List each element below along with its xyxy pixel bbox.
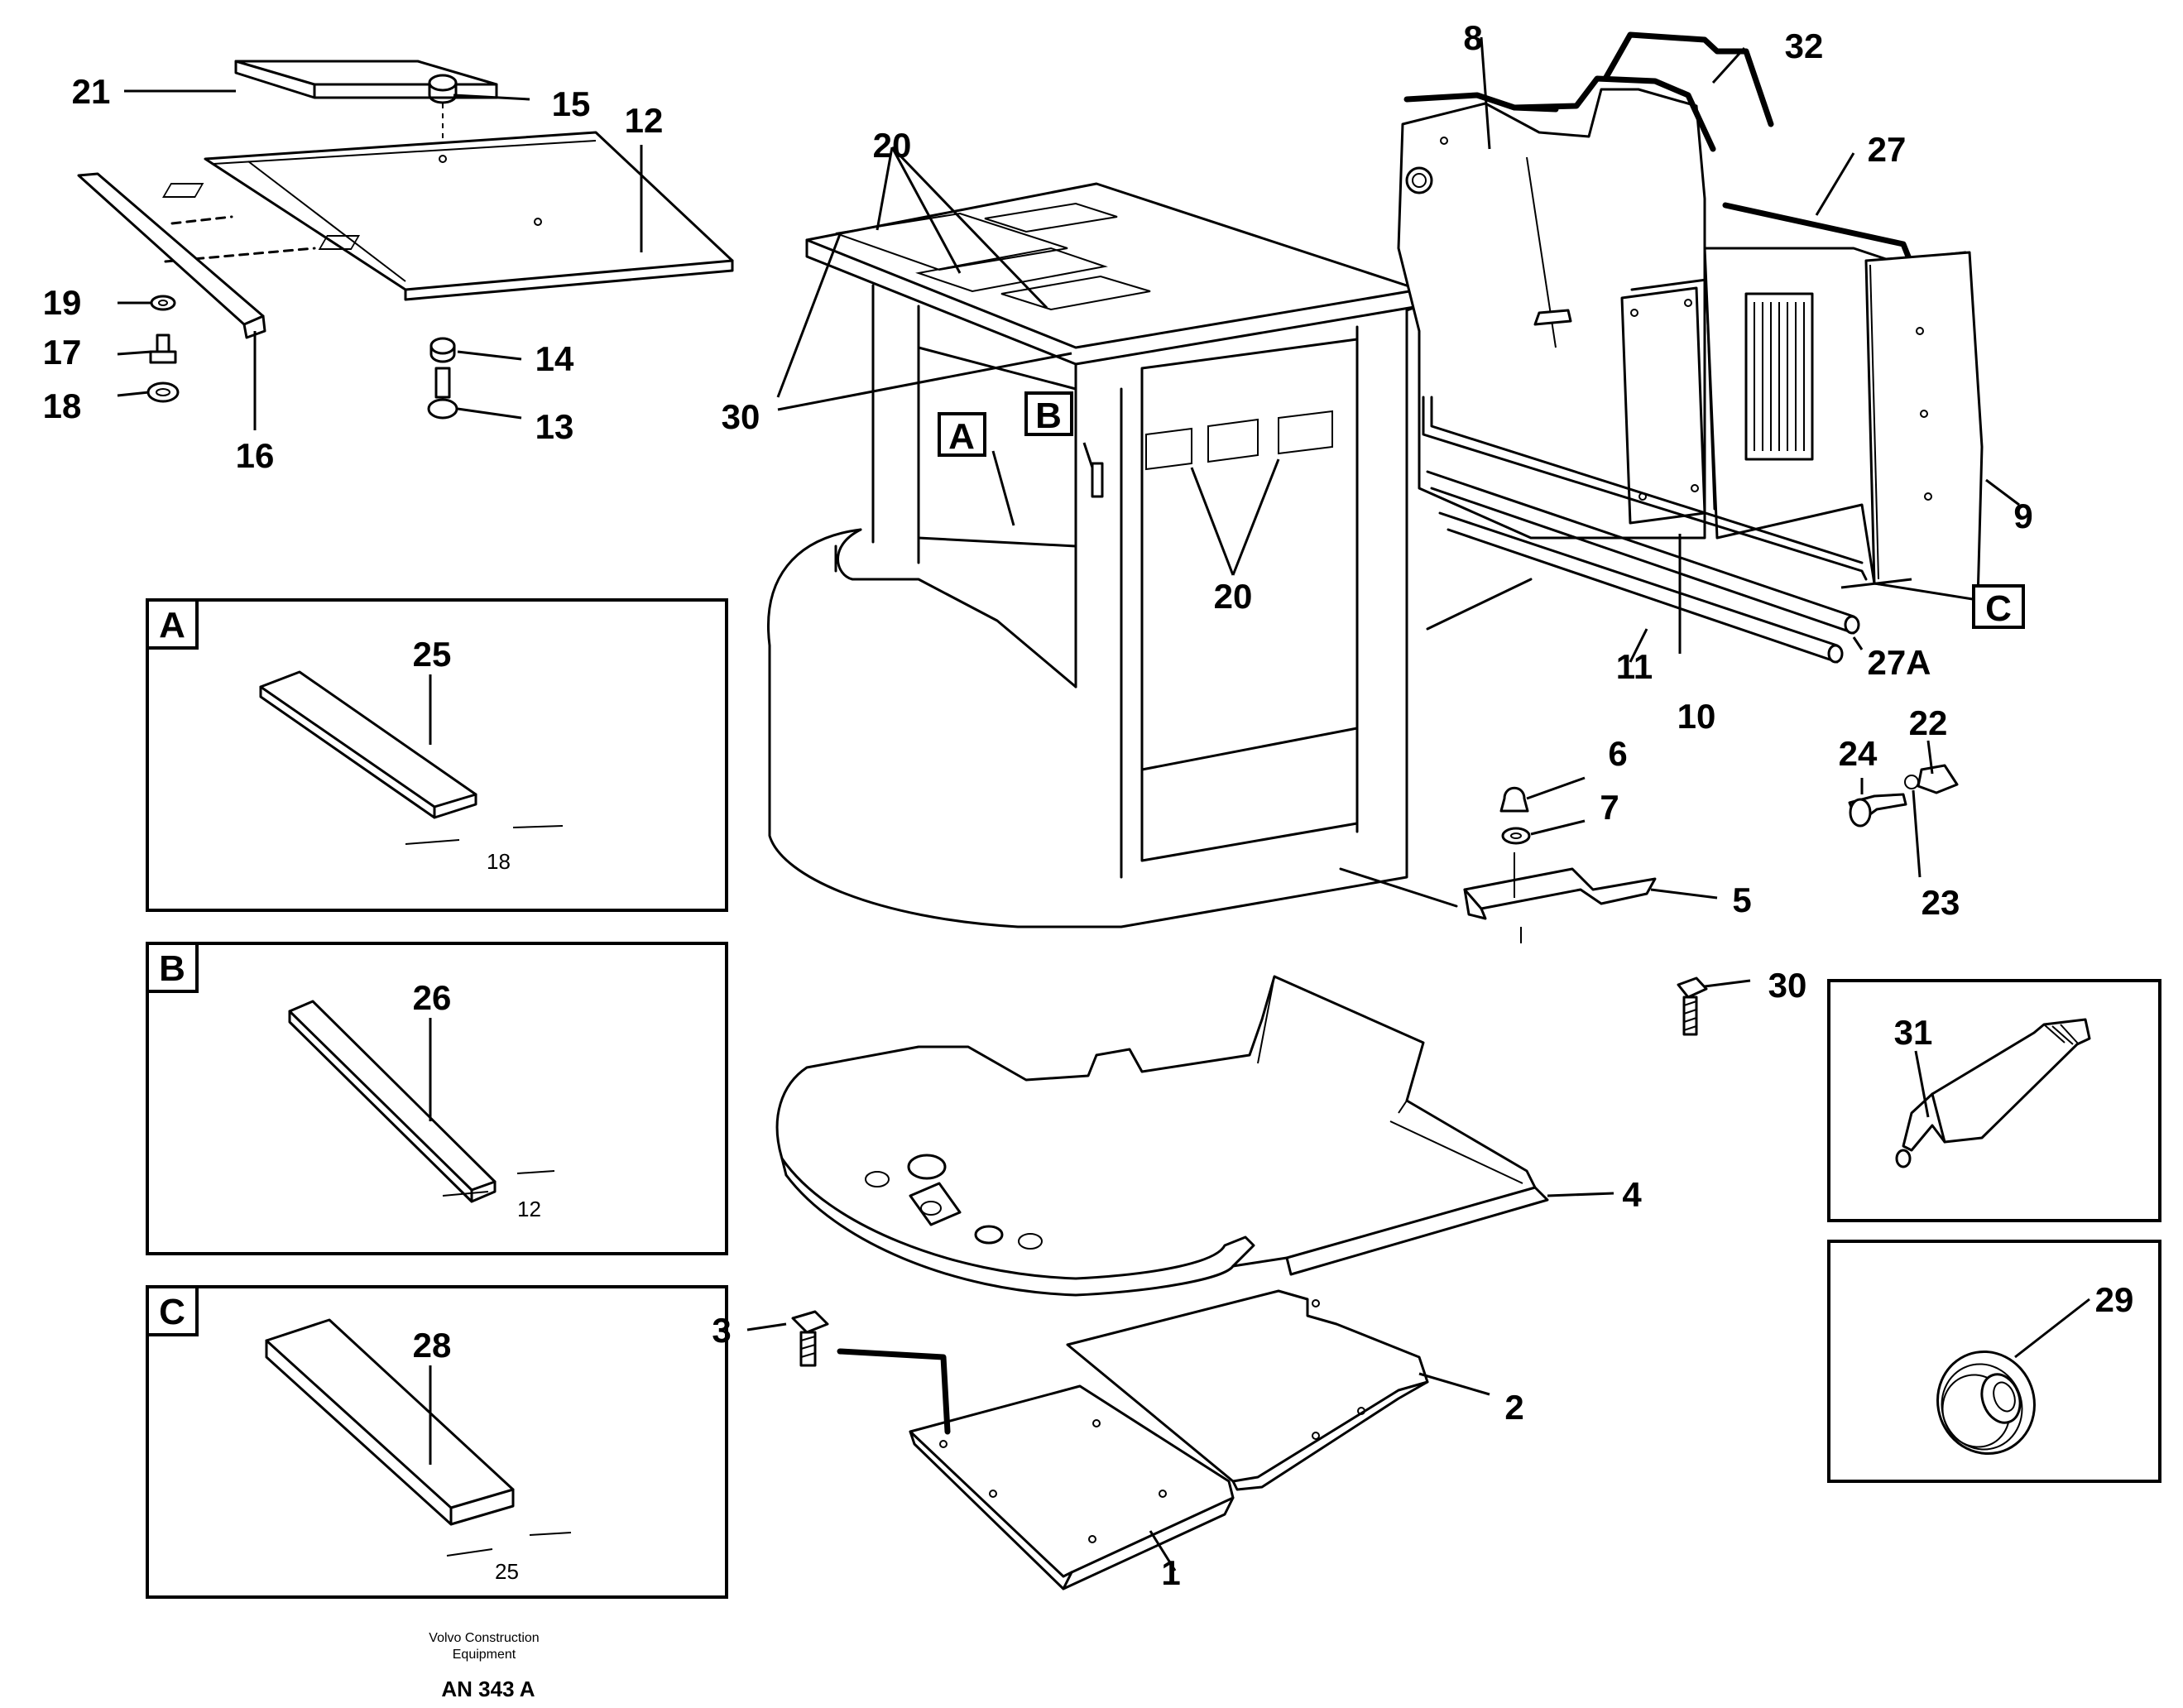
part-23-washer [1904, 775, 1920, 789]
part-29-grommet [1936, 1350, 2036, 1456]
callout-26: 26 [413, 978, 452, 1017]
callout-1: 1 [1161, 1553, 1180, 1592]
callout-30-bolt: 30 [1768, 966, 1807, 1005]
callout-20-roof: 20 [873, 126, 912, 165]
callout-20-door: 20 [1214, 577, 1253, 616]
part-13-bolt [434, 367, 451, 399]
callout-4: 4 [1622, 1175, 1642, 1214]
callout-3: 3 [712, 1311, 731, 1350]
callout-12: 12 [625, 101, 664, 140]
callout-16: 16 [236, 436, 275, 475]
detail-c-letter: C [159, 1292, 185, 1332]
roof-panel-group [77, 60, 734, 420]
callout-8: 8 [1463, 18, 1482, 57]
callout-7: 7 [1600, 788, 1619, 827]
part-31-sealant-tube [1931, 1018, 2091, 1144]
callout-24: 24 [1839, 734, 1878, 773]
part-22-clip [1917, 764, 1959, 794]
detail-panel-31 [1827, 979, 2161, 1222]
footer-company-line1: Volvo Construction [429, 1631, 539, 1645]
detail-panel-a: A 18 [146, 598, 728, 912]
detail-panel-b: B 12 [146, 942, 728, 1255]
floor-group [775, 975, 1549, 1590]
footer-drawing-code: AN 343 A [441, 1677, 535, 1701]
callout-28: 28 [413, 1326, 452, 1365]
callout-22: 22 [1909, 703, 1948, 742]
part-21-insulation-pad [234, 60, 498, 86]
reference-box-c: C [1972, 584, 2025, 629]
part-27a-seal [1426, 470, 1855, 664]
callout-30-roof: 30 [722, 397, 760, 436]
callout-17: 17 [43, 333, 82, 372]
callout-23: 23 [1922, 883, 1960, 922]
callout-25: 25 [413, 635, 452, 674]
part-5-bracket [1463, 867, 1657, 910]
part-4-floor-pan [775, 975, 1537, 1280]
part-32-seal [1602, 31, 1774, 127]
part-15-spacer [428, 74, 458, 92]
part-14-spacer [429, 337, 456, 355]
reference-box-a: A [938, 412, 986, 457]
detail-b-letter: B [159, 948, 185, 989]
callout-2: 2 [1504, 1388, 1523, 1427]
part-30b-bolt [1677, 976, 1708, 1036]
callout-27: 27 [1868, 130, 1907, 169]
callout-13: 13 [535, 407, 574, 446]
part-6-cap-nut [1499, 786, 1529, 813]
reference-box-c-label: C [1985, 588, 2012, 629]
part-2-floor-plate [1066, 1289, 1429, 1483]
callout-10: 10 [1677, 697, 1716, 736]
callout-11: 11 [1616, 647, 1653, 686]
callout-31: 31 [1894, 1013, 1933, 1052]
part-7-washer [1501, 827, 1531, 845]
callout-27a: 27A [1867, 643, 1931, 682]
callout-18: 18 [43, 386, 82, 425]
callout-leaders [117, 36, 2020, 1571]
detail-panel-c: C 25 [146, 1285, 728, 1599]
part-18-nut [146, 381, 180, 403]
callout-9: 9 [2013, 497, 2032, 535]
callout-numbers: 1 2 3 4 5 6 7 8 9 10 11 12 13 14 15 16 1… [43, 18, 2134, 1592]
callout-6: 6 [1608, 734, 1627, 773]
detail-a-dimension: 18 [487, 849, 511, 874]
callout-5: 5 [1732, 880, 1751, 919]
part-11-seal [1422, 396, 1868, 581]
callout-15: 15 [552, 84, 591, 123]
callout-14: 14 [535, 339, 574, 378]
reference-box-b: B [1024, 391, 1073, 436]
callout-32: 32 [1785, 26, 1824, 65]
callout-29: 29 [2095, 1280, 2134, 1319]
part-12-roof-plate [204, 131, 734, 291]
side-panel-group [1397, 31, 1984, 664]
detail-c-dimension: 25 [495, 1559, 519, 1584]
part-19-washer [150, 295, 176, 311]
footer: Volvo Construction Equipment AN 343 A [429, 1631, 539, 1701]
reference-box-b-label: B [1035, 396, 1062, 436]
detail-a-letter: A [159, 605, 185, 645]
callout-21: 21 [72, 72, 111, 111]
footer-company-line2: Equipment [453, 1648, 516, 1662]
detail-b-dimension: 12 [517, 1197, 541, 1221]
reference-box-a-label: A [948, 416, 975, 457]
hardware-group [1463, 764, 1959, 1036]
detail-panel-29 [1827, 1240, 2161, 1483]
callout-19: 19 [43, 283, 82, 322]
part-17-screw [149, 333, 177, 364]
